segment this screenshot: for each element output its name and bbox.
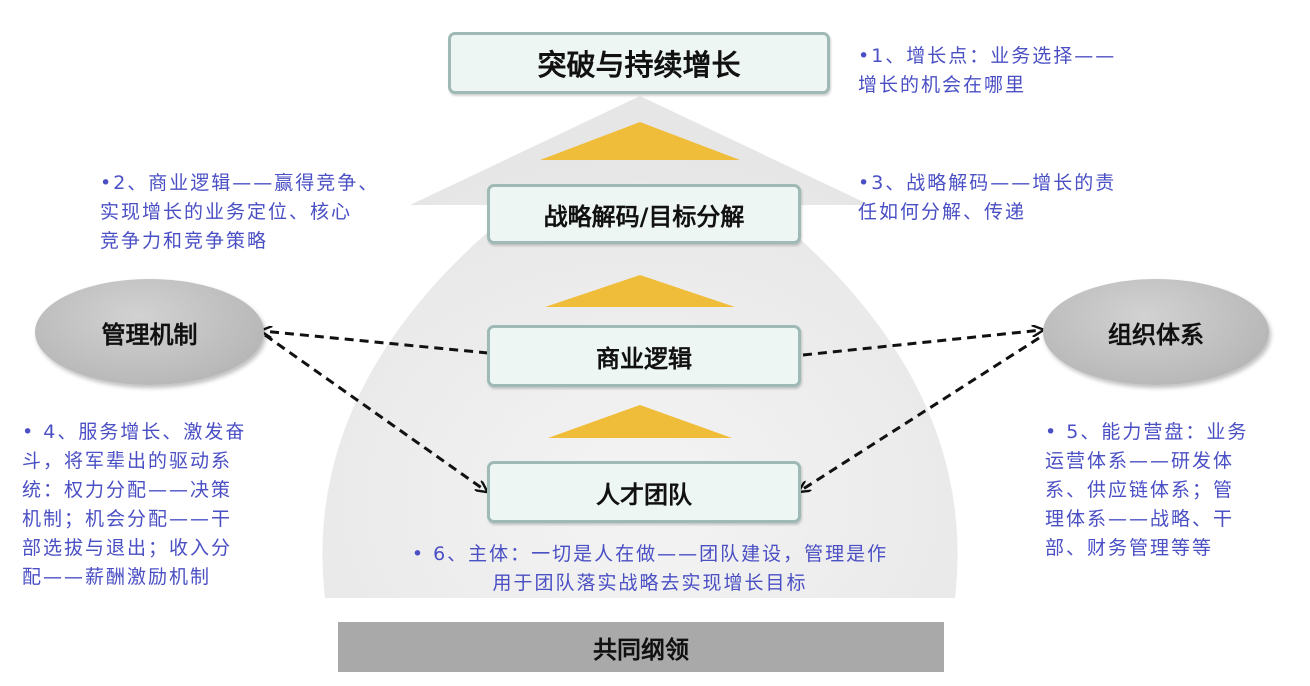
ellipse-organization-label: 组织体系 — [1108, 320, 1204, 349]
note-6-line: 用于团队落实战略去实现增长目标 — [492, 572, 808, 594]
note-1-growth-point: •1、增长点：业务选择—— 增长的机会在哪里 — [858, 42, 1116, 100]
note-2-line: 实现增长的业务定位、核心 — [100, 201, 353, 223]
common-program-bar: 共同纲领 — [338, 622, 944, 672]
box-breakthrough-growth-label: 突破与持续增长 — [537, 48, 741, 82]
common-program-label: 共同纲领 — [593, 635, 689, 664]
note-5-line: 部、财务管理等等 — [1045, 537, 1214, 559]
box-strategy-decode-label: 战略解码/目标分解 — [543, 202, 745, 231]
ellipse-organization-system: 组织体系 — [1043, 279, 1269, 385]
arrow-mgmt-to-team — [264, 333, 486, 491]
arrow-org-to-team — [800, 336, 1040, 491]
note-4-line: 机制；机会分配——干 — [22, 508, 233, 530]
note-5-line: • 5、能力营盘：业务 — [1045, 421, 1249, 443]
box-business-logic: 商业逻辑 — [487, 325, 801, 387]
box-strategy-decode: 战略解码/目标分解 — [487, 184, 801, 244]
note-5-line: 系、供应链体系；管 — [1045, 479, 1235, 501]
box-talent-team-label: 人才团队 — [596, 480, 692, 509]
note-3-line: •3、战略解码——增长的责 — [858, 172, 1117, 194]
arrow-logic-to-org — [802, 330, 1042, 357]
note-2-line: •2、商业逻辑——赢得竞争、 — [100, 172, 380, 194]
gold-arrow-2 — [545, 275, 735, 307]
arrow-logic-to-mgmt — [262, 331, 489, 355]
box-breakthrough-growth: 突破与持续增长 — [448, 32, 830, 94]
note-1-line: 增长的机会在哪里 — [858, 74, 1027, 96]
note-5-capability: • 5、能力营盘：业务 运营体系——研发体 系、供应链体系；管 理体系——战略、… — [1045, 418, 1248, 563]
note-4-line: 配——薪酬激励机制 — [22, 566, 212, 588]
note-4-line: 统：权力分配——决策 — [22, 479, 233, 501]
ellipse-management-label: 管理机制 — [101, 320, 198, 349]
note-2-business-logic: •2、商业逻辑——赢得竞争、 实现增长的业务定位、核心 竞争力和竞争策略 — [100, 169, 379, 256]
note-1-line: •1、增长点：业务选择—— — [858, 45, 1117, 67]
note-6-subject: • 6、主体：一切是人在做——团队建设，管理是作 用于团队落实战略去实现增长目标 — [350, 540, 950, 598]
box-talent-team: 人才团队 — [487, 461, 801, 523]
note-4-line: • 4、服务增长、激发奋 — [22, 421, 247, 443]
box-business-logic-label: 商业逻辑 — [596, 344, 692, 373]
note-5-line: 运营体系——研发体 — [1045, 450, 1235, 472]
note-2-line: 竞争力和竞争策略 — [100, 230, 269, 252]
note-5-line: 理体系——战略、干 — [1045, 508, 1235, 530]
note-6-line: • 6、主体：一切是人在做——团队建设，管理是作 — [411, 543, 889, 565]
gold-arrow-1 — [540, 122, 740, 160]
note-4-line: 斗，将军辈出的驱动系 — [22, 450, 233, 472]
note-4-management: • 4、服务增长、激发奋 斗，将军辈出的驱动系 统：权力分配——决策 机制；机会… — [22, 418, 246, 592]
ellipse-management-mechanism: 管理机制 — [35, 279, 264, 385]
note-4-line: 部选拔与退出；收入分 — [22, 537, 233, 559]
note-3-line: 任如何分解、传递 — [858, 201, 1027, 223]
note-3-strategy-decode: •3、战略解码——增长的责 任如何分解、传递 — [858, 169, 1116, 227]
gold-arrow-3 — [548, 405, 732, 438]
